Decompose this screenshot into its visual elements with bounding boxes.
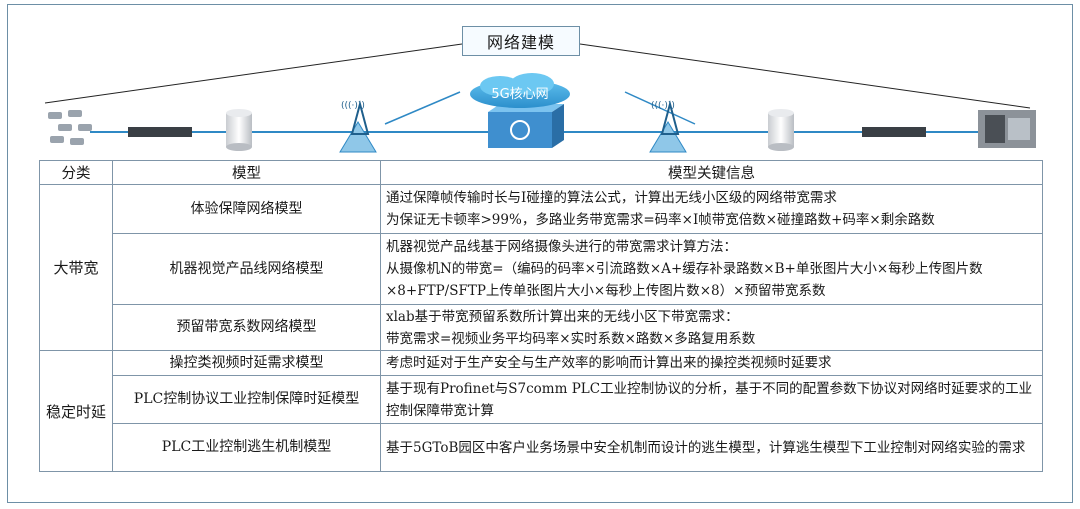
server-left-icon <box>226 109 252 151</box>
svg-text:(((·))): (((·))) <box>341 101 365 111</box>
model-cell: 操控类视频时延需求模型 <box>112 350 381 376</box>
antenna-tower-left-icon: (((·))) <box>339 100 377 153</box>
antenna-tower-right-icon: (((·))) <box>649 100 687 153</box>
model-cell: PLC控制协议工业控制保障时延模型 <box>112 375 381 424</box>
model-cell: 预留带宽系数网络模型 <box>112 304 381 351</box>
table-row: PLC工业控制逃生机制模型 基于5GToB园区中客户业务场景中安全机制而设计的逃… <box>40 423 1043 472</box>
network-topology-diagram: (((·))) 5G核心网 (((·))) <box>44 43 1036 153</box>
info-cell: 基于5GToB园区中客户业务场景中安全机制而设计的逃生模型，计算逃生模型下工业控… <box>380 423 1043 472</box>
model-cell: PLC工业控制逃生机制模型 <box>112 423 381 472</box>
info-cell: 考虑时延对于生产安全与生产效率的影响而计算出来的操控类视频时延要求 <box>380 350 1043 376</box>
table-row: 大带宽 体验保障网络模型 通过保障帧传输时长与I碰撞的算法公式，计算出无线小区级… <box>39 184 1043 351</box>
header-category: 分类 <box>39 160 113 185</box>
model-table: 分类 模型 模型关键信息 大带宽 体验保障网络模型 通过保障帧传输时长与I碰撞的… <box>39 160 1043 472</box>
table-row: PLC控制协议工业控制保障时延模型 基于现有Profinet与S7comm PL… <box>40 375 1043 424</box>
camera-cluster-icon <box>48 110 92 145</box>
header-model: 模型 <box>112 160 381 185</box>
table-row: 预留带宽系数网络模型 xlab基于带宽预留系数所计算出来的无线小区下带宽需求： … <box>40 304 1043 351</box>
category-cell: 稳定时延 <box>39 350 113 472</box>
info-cell: 通过保障帧传输时长与I碰撞的算法公式，计算出无线小区级的网络带宽需求 为保证无卡… <box>380 184 1043 234</box>
table-row: 机器视觉产品线网络模型 机器视觉产品线基于网络摄像头进行的带宽需求计算方法： 从… <box>40 233 1043 305</box>
switch-right-icon <box>862 127 926 137</box>
info-cell: xlab基于带宽预留系数所计算出来的无线小区下带宽需求： 带宽需求=视频业务平均… <box>380 304 1043 351</box>
table-header-row: 分类 模型 模型关键信息 <box>39 160 1043 185</box>
core-network-label: 5G核心网 <box>491 87 548 102</box>
category-cell: 大带宽 <box>39 184 113 351</box>
model-cell: 体验保障网络模型 <box>112 184 381 234</box>
core-network-cloud <box>470 73 570 108</box>
figure-frame <box>7 4 1073 503</box>
table-row: 稳定时延 操控类视频时延需求模型 考虑时延对于生产安全与生产效率的影响而计算出来… <box>39 350 1043 472</box>
svg-text:(((·))): (((·))) <box>651 101 675 111</box>
switch-left-icon <box>128 127 192 137</box>
network-model-label: 网络建模 <box>462 26 580 56</box>
info-cell: 机器视觉产品线基于网络摄像头进行的带宽需求计算方法： 从摄像机N的带宽=（编码的… <box>380 233 1043 305</box>
robot-photo <box>978 110 1036 148</box>
core-router-icon <box>488 104 564 148</box>
server-right-icon <box>768 109 794 151</box>
info-cell: 基于现有Profinet与S7comm PLC工业控制协议的分析，基于不同的配置… <box>380 375 1043 424</box>
header-key-info: 模型关键信息 <box>380 160 1043 185</box>
model-cell: 机器视觉产品线网络模型 <box>112 233 381 305</box>
